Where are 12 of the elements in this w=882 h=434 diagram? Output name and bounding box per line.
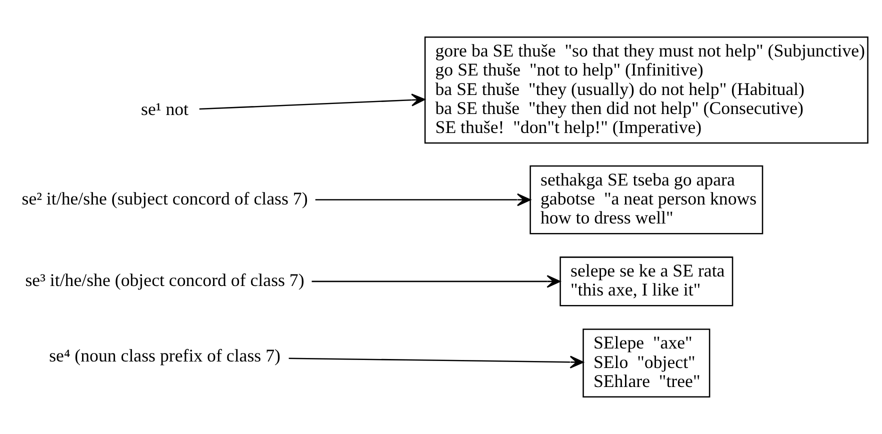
node-box: SElepe "axe" SElo "object" SEhlare "tree" <box>582 328 710 398</box>
node-box: sethakga SE tseba go apara gabotse "a neat person knows how to dress well" <box>530 165 764 234</box>
arrow <box>199 94 426 110</box>
node-text: se¹ not <box>141 99 189 120</box>
node-text: se² it/he/she (subject concord of class 7) <box>22 188 308 208</box>
arrow <box>315 193 531 206</box>
arrow <box>288 356 584 368</box>
node-text: se⁴ (noun class prefix of class 7) <box>49 345 280 366</box>
node-text: se³ it/he/she (object concord of class 7) <box>25 270 304 290</box>
node-box: selepe se ke a SE rata "this axe, I like it" <box>560 256 734 306</box>
arrow <box>312 275 561 288</box>
node-box: gore ba SE thuše "so that they must not help" (Subjunctive) go SE thuše "not to help" (Infinitive) ba SE thuše "they (usually) do not help" (Habitual) ba SE thuše "they then did not help" (Consecutive) SE thuše! "don"t help!" (Imperative) <box>424 36 868 144</box>
